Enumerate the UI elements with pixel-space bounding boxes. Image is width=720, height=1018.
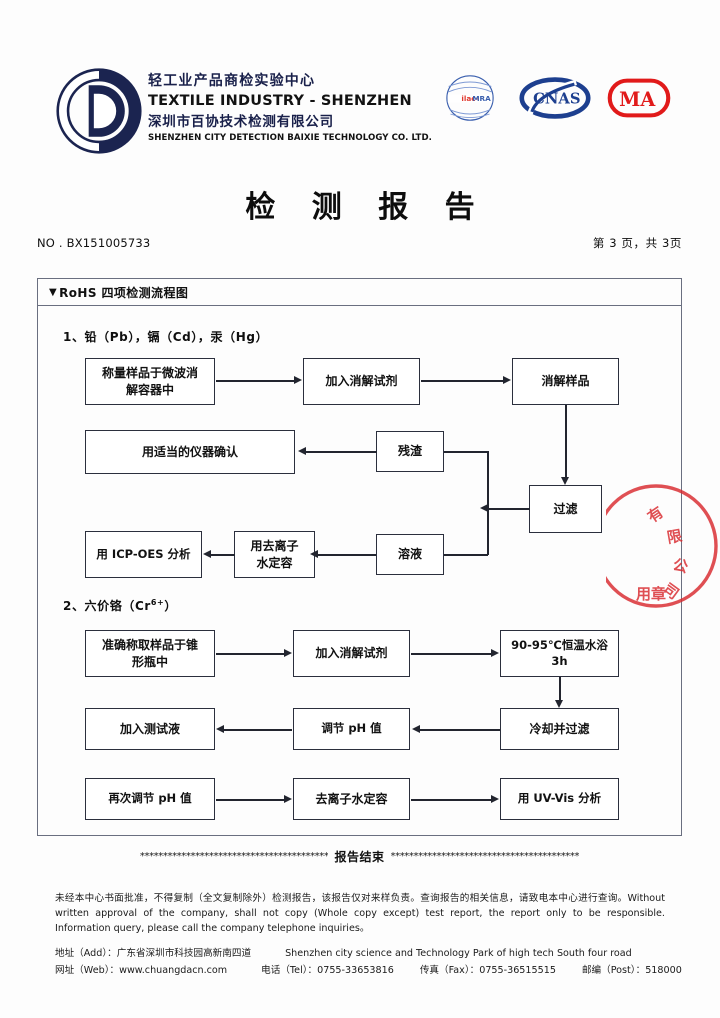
contact-footer: 地址（Add）：广东省深圳市科技园高新南四道 Shenzhen city scie… bbox=[55, 946, 682, 980]
certification-marks: ilac- MRA CNAS MA bbox=[443, 74, 673, 122]
stars-left: ****************************************… bbox=[139, 851, 329, 862]
section-2-label: 2、六价铬（Cr6+） bbox=[63, 597, 177, 614]
ma-mark-icon: MA bbox=[607, 77, 671, 119]
organization-identity: 轻工业产品商检实验中心 TEXTILE INDUSTRY - SHENZHEN … bbox=[148, 72, 448, 145]
box-weigh-accurately: 准确称取样品于锥 形瓶中 bbox=[85, 630, 215, 677]
address-cn: 广东省深圳市科技园高新南四道 bbox=[116, 948, 252, 959]
box-confirm-with-instrument: 用适当的仪器确认 bbox=[85, 430, 295, 474]
box-readjust-ph: 再次调节 pH 值 bbox=[85, 778, 215, 820]
arrowhead-cool-to-adjustph bbox=[412, 725, 420, 733]
arrowhead-weigh-to-reagent bbox=[294, 376, 302, 384]
connector-solution-to-deionized bbox=[318, 554, 376, 556]
arrowhead-bath-to-cool bbox=[555, 700, 563, 708]
connector-adjustph-to-testsolution bbox=[224, 729, 292, 731]
svg-text:CNAS: CNAS bbox=[533, 91, 580, 108]
ilac-mra-icon: ilac- MRA bbox=[443, 74, 497, 122]
connector-readjustph-to-deionized2 bbox=[216, 799, 284, 801]
box-deionized-water-dilution-1: 用去离子 水定容 bbox=[234, 531, 315, 578]
arrowhead-deionized-to-icp bbox=[203, 550, 211, 558]
connector-bath-to-cool bbox=[559, 677, 561, 701]
address-line: 地址（Add）：广东省深圳市科技园高新南四道 Shenzhen city scie… bbox=[55, 946, 675, 963]
box-icp-oes-analysis: 用 ICP-OES 分析 bbox=[85, 531, 202, 578]
connector-cool-to-adjustph bbox=[420, 729, 500, 731]
tel-label: 电话（Tel）： bbox=[261, 964, 318, 976]
section-2-label-superscript: 6+ bbox=[150, 598, 165, 607]
arrowhead-reagent2-to-bath bbox=[491, 649, 499, 657]
post-value: 518000 bbox=[645, 964, 682, 976]
box-digest-sample: 消解样品 bbox=[512, 358, 619, 405]
triangle-marker-icon: ▼ bbox=[49, 286, 58, 298]
web-label: 网址（Web）： bbox=[55, 964, 120, 976]
disclaimer-text: 未经本中心书面批准，不得复制（全文复制除外）检测报告，该报告仅对来样负责。查询报… bbox=[55, 893, 665, 934]
web-value[interactable]: www.chuangdacn.com bbox=[119, 964, 228, 976]
fax-label: 传真（Fax）： bbox=[419, 964, 480, 976]
box-adjust-ph: 调节 pH 值 bbox=[293, 708, 410, 750]
connector-weigh2-to-reagent2 bbox=[216, 653, 284, 655]
arrowhead-weigh2-to-reagent2 bbox=[284, 649, 292, 657]
cd-monogram-logo bbox=[56, 68, 142, 154]
org-name-en-primary: TEXTILE INDUSTRY - SHENZHEN bbox=[148, 93, 412, 110]
box-add-digestion-reagent-2: 加入消解试剂 bbox=[293, 630, 410, 677]
org-name-cn-secondary: 深圳市百协技术检测有限公司 bbox=[148, 113, 334, 130]
post-label: 邮编（Post）： bbox=[581, 964, 646, 976]
box-weigh-sample: 称量样品于微波消 解容器中 bbox=[85, 358, 215, 405]
svg-text:MA: MA bbox=[619, 88, 656, 111]
end-of-report-label: 报告结束 bbox=[334, 850, 385, 864]
report-meta: NO . BX151005733 第 3 页，共 3页 bbox=[37, 235, 682, 251]
section-1-label: 1、铅（Pb），镉（Cd），汞（Hg） bbox=[63, 330, 269, 344]
fax-value: 0755-36515515 bbox=[479, 964, 556, 976]
arrowhead-filter-to-bus bbox=[480, 504, 488, 512]
section-2-label-main: 2、六价铬（Cr bbox=[63, 599, 151, 613]
box-water-bath: 90-95℃恒温水浴 3h bbox=[500, 630, 619, 677]
flowchart-frame-heading: ▼ RoHS 四项检测流程图 bbox=[38, 279, 681, 306]
arrowhead-digest-to-filter bbox=[561, 477, 569, 485]
box-residue: 残渣 bbox=[376, 431, 444, 472]
svg-text:MRA: MRA bbox=[472, 94, 491, 103]
flowchart-heading-label: RoHS 四项检测流程图 bbox=[59, 285, 189, 300]
report-number: NO . BX151005733 bbox=[37, 236, 151, 250]
section-2-label-tail: ） bbox=[164, 599, 177, 613]
box-uv-vis-analysis: 用 UV-Vis 分析 bbox=[500, 778, 619, 820]
connector-deionized-to-icp bbox=[211, 554, 235, 556]
arrowhead-adjustph-to-testsolution bbox=[216, 725, 224, 733]
connector-residue-to-confirm bbox=[306, 451, 377, 453]
org-name-en-secondary: SHENZHEN CITY DETECTION BAIXIE TECHNOLOG… bbox=[148, 133, 432, 144]
page-indicator: 第 3 页，共 3页 bbox=[592, 236, 682, 250]
box-filter: 过滤 bbox=[529, 485, 602, 533]
box-add-digestion-reagent-1: 加入消解试剂 bbox=[303, 358, 420, 405]
connector-reagent-to-digest bbox=[421, 380, 503, 382]
address-en: Shenzhen city science and Technology Par… bbox=[285, 948, 632, 959]
stars-right: ****************************************… bbox=[390, 851, 580, 862]
box-cool-and-filter: 冷却并过滤 bbox=[500, 708, 619, 750]
arrowhead-solution-to-deionized bbox=[310, 550, 318, 558]
connector-digest-to-filter bbox=[565, 405, 567, 478]
box-add-test-solution: 加入测试液 bbox=[85, 708, 215, 750]
arrowhead-residue-to-confirm bbox=[298, 447, 306, 455]
end-of-report-row: ****************************************… bbox=[37, 848, 682, 865]
arrowhead-deionized2-to-uvvis bbox=[491, 795, 499, 803]
tel-value: 0755-33653816 bbox=[317, 964, 394, 976]
connector-deionized2-to-uvvis bbox=[411, 799, 491, 801]
connector-bus-to-solution bbox=[444, 554, 488, 556]
box-solution: 溶液 bbox=[376, 534, 444, 575]
box-deionized-water-dilution-2: 去离子水定容 bbox=[293, 778, 410, 820]
connector-reagent2-to-bath bbox=[411, 653, 491, 655]
address-label: 地址（Add）： bbox=[55, 948, 117, 959]
page-title: 检 测 报 告 bbox=[245, 190, 488, 225]
org-name-cn-primary: 轻工业产品商检实验中心 bbox=[148, 73, 316, 89]
connector-filter-to-bus bbox=[488, 508, 530, 510]
cnas-icon: CNAS bbox=[519, 76, 591, 120]
bus-vertical-filter-branch bbox=[487, 451, 489, 555]
arrowhead-readjustph-to-deionized2 bbox=[284, 795, 292, 803]
svg-text:ilac-: ilac- bbox=[461, 94, 478, 103]
connector-weigh-to-reagent bbox=[216, 380, 294, 382]
arrowhead-reagent-to-digest bbox=[503, 376, 511, 384]
connector-bus-to-residue bbox=[444, 451, 488, 453]
